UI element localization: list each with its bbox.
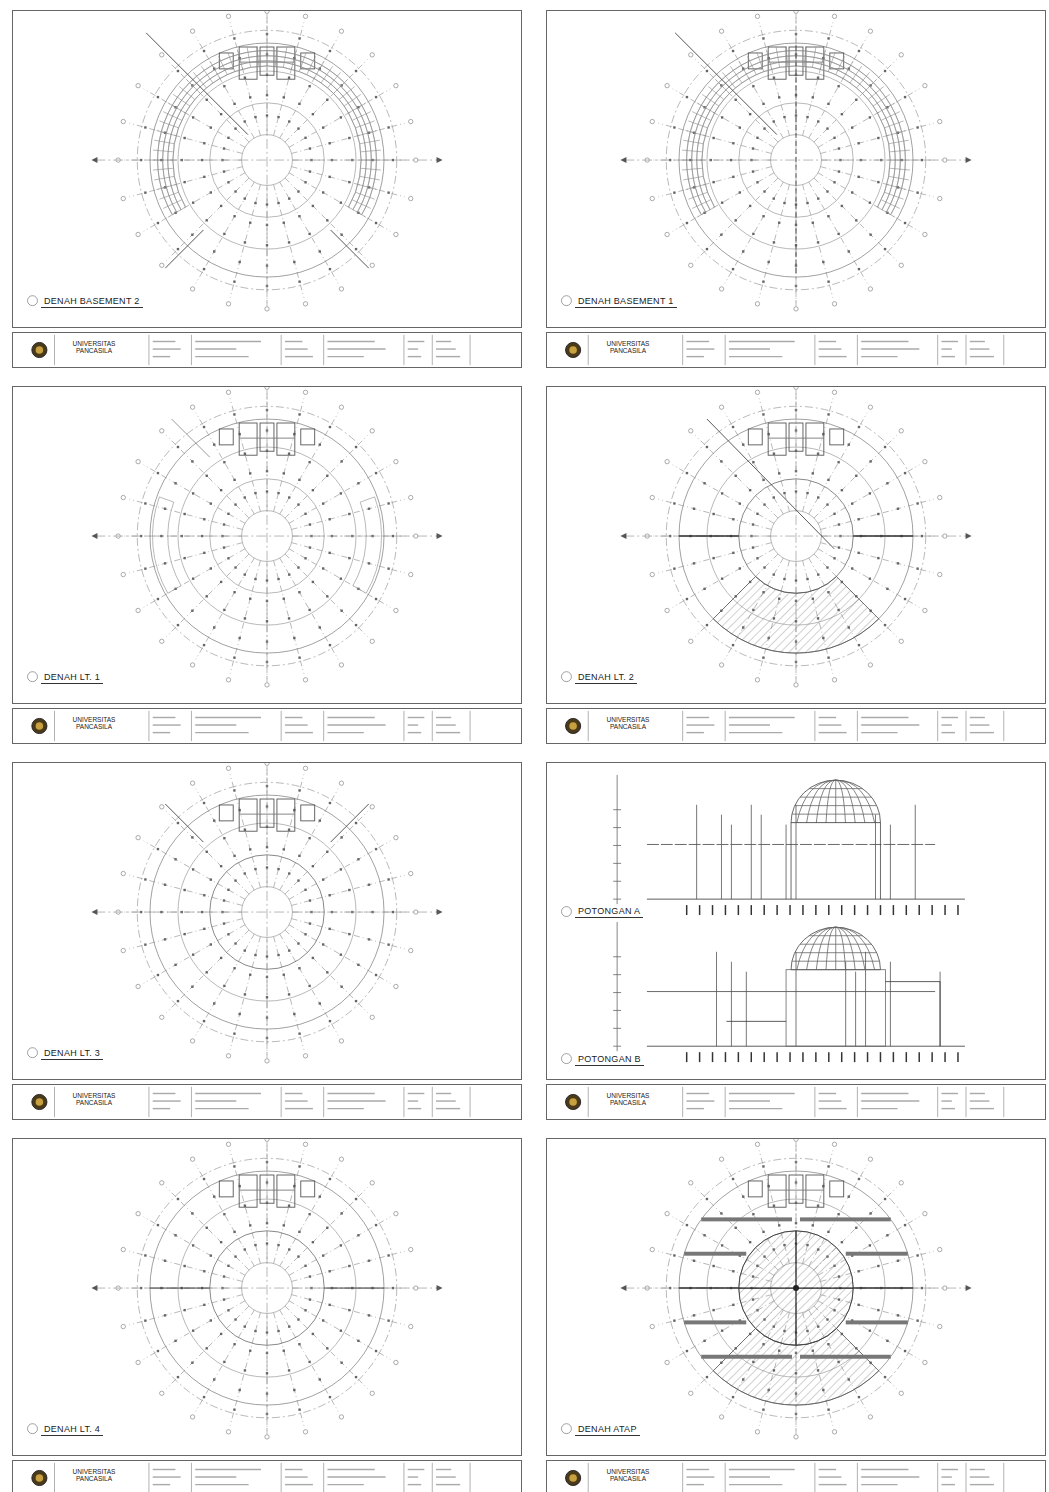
title-block: UNIVERSITAS PANCASILA [546,1084,1046,1120]
drawing-title: POTONGAN A [575,905,643,918]
drawing-illustration [13,387,521,703]
title-block: UNIVERSITAS PANCASILA [546,332,1046,368]
title-block: UNIVERSITAS PANCASILA [546,708,1046,744]
drawing-panel: POTONGAN A POTONGAN B [546,762,1046,1080]
drawing-illustration [547,763,1045,1079]
title-block: UNIVERSITAS PANCASILA [12,708,522,744]
drawing-title: DENAH BASEMENT 2 [41,295,143,308]
drawing-illustration [13,11,521,327]
drawing-panel: DENAH BASEMENT 2 [12,10,522,328]
title-block: UNIVERSITAS PANCASILA [12,1084,522,1120]
drawing-panel: DENAH LT. 2 [546,386,1046,704]
title-block: UNIVERSITAS PANCASILA [12,1460,522,1492]
drawing-panel: DENAH LT. 3 [12,762,522,1080]
drawing-illustration [547,1139,1045,1455]
drawing-title: DENAH LT. 3 [41,1047,103,1060]
institution-name: UNIVERSITAS PANCASILA [63,1092,125,1107]
institution-name: UNIVERSITAS PANCASILA [597,340,659,355]
drawing-illustration [547,11,1045,327]
drawing-title: DENAH BASEMENT 1 [575,295,677,308]
drawing-title: POTONGAN B [575,1053,644,1066]
institution-name: UNIVERSITAS PANCASILA [63,716,125,731]
drawing-panel: DENAH BASEMENT 1 [546,10,1046,328]
institution-name: UNIVERSITAS PANCASILA [597,716,659,731]
drawing-illustration [547,387,1045,703]
institution-name: UNIVERSITAS PANCASILA [597,1468,659,1483]
title-block: UNIVERSITAS PANCASILA [12,332,522,368]
drawing-title: DENAH LT. 1 [41,671,103,684]
drawing-illustration [13,763,521,1079]
drawing-illustration [13,1139,521,1455]
title-block: UNIVERSITAS PANCASILA [546,1460,1046,1492]
institution-name: UNIVERSITAS PANCASILA [63,1468,125,1483]
drawing-title: DENAH ATAP [575,1423,640,1436]
institution-name: UNIVERSITAS PANCASILA [63,340,125,355]
drawing-panel: DENAH ATAP [546,1138,1046,1456]
drawing-title: DENAH LT. 4 [41,1423,103,1436]
drawing-title: DENAH LT. 2 [575,671,637,684]
institution-name: UNIVERSITAS PANCASILA [597,1092,659,1107]
drawing-panel: DENAH LT. 1 [12,386,522,704]
drawing-panel: DENAH LT. 4 [12,1138,522,1456]
